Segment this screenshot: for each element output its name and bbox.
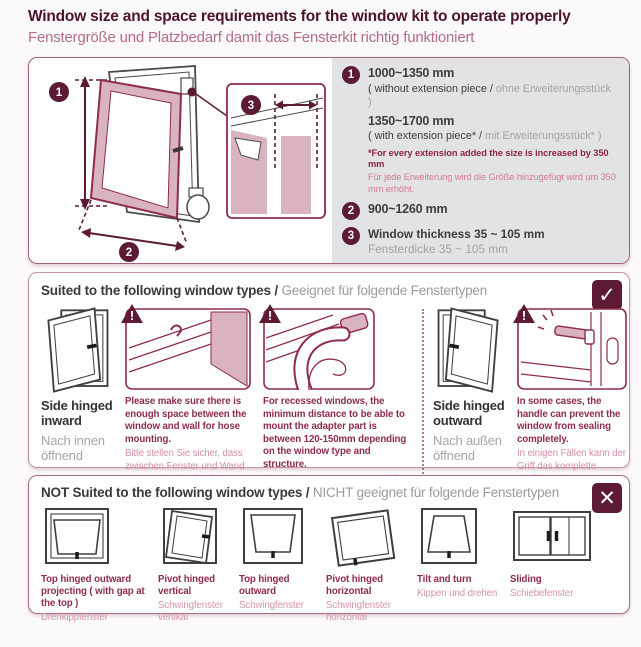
badge-1: 1 [342, 66, 360, 84]
tilt-and-turn-icon [421, 508, 477, 564]
ns-label-de: Schwingfenster [239, 600, 304, 612]
thickness-en: Window thickness 35 ~ 105 mm [368, 227, 545, 242]
not-suited-header-de: NICHT geeignet für folgende Fenstertypen [312, 485, 560, 500]
spec-item-height: 1 1000~1350 mm ( without extension piece… [342, 66, 617, 195]
note-en: ( with extension piece* / [368, 130, 486, 143]
ns-label-de: Drehkippfenster [41, 612, 108, 624]
top-hinged-projecting-icon [45, 508, 109, 564]
callout-3-badge [241, 95, 261, 115]
recessed-text-en: For recessed windows, the minimum distan… [263, 396, 407, 471]
height-range-2: 1350~1700 mm [368, 113, 455, 128]
ns-label-en: Pivot hinged vertical [158, 574, 215, 598]
svg-text:!: ! [522, 308, 526, 323]
suited-header-en: Suited to the following window types / [41, 283, 282, 298]
window-measure-diagram: 1 2 [29, 58, 332, 263]
side-hinged-outward-icon [437, 307, 499, 393]
pivot-horizontal-icon [330, 509, 396, 567]
not-suited-header-en: NOT Suited to the following window types… [41, 485, 313, 500]
ns-label-en: Sliding [510, 574, 542, 585]
note-en: ( without extension piece / [368, 82, 496, 95]
sliding-icon [513, 511, 591, 561]
window-handle [172, 146, 184, 153]
thickness-de: Fensterdicke 35 ~ 105 mm [368, 241, 508, 256]
suited-panel: Suited to the following window types / G… [28, 272, 630, 522]
suited-type-side-hinged-inward: Side hinged inward Nach innen öffnend [41, 305, 119, 524]
warning-icon: ! [121, 304, 143, 323]
handle-text-en: In some cases, the handle can prevent th… [517, 396, 621, 445]
wall-space-illustration [125, 308, 251, 390]
ns-label-de: Kippen und drehen [417, 588, 498, 600]
ns-label-en: Top hinged outward [239, 574, 290, 598]
extension-footnote-de: Für jede Erweiterung wird die Größe hinz… [368, 171, 616, 194]
not-suited-panel: NOT Suited to the following window types… [28, 475, 630, 623]
extension-footnote-en: *For every extension added the size is i… [368, 147, 609, 170]
svg-text:!: ! [130, 308, 134, 323]
height-range-1-note: ( without extension piece / ohne Erweite… [368, 83, 617, 110]
check-icon: ✓ [592, 280, 622, 310]
page-title: Window size and space requirements for t… [28, 8, 571, 25]
svg-text:1: 1 [56, 87, 63, 99]
suited-note-wall-space: ! Please make sure there is enough space… [121, 304, 257, 524]
ns-label-de: Schwingfenster horizontal [326, 600, 391, 624]
not-suited-items-row: Top hinged outward projecting ( with gap… [41, 506, 617, 625]
callout-1-badge [49, 82, 69, 102]
ns-label-en: Tilt and turn [417, 574, 472, 585]
ns-label-de: Schiebefenster [510, 588, 574, 600]
height-range-2-note: ( with extension piece* / mit Erweiterun… [368, 130, 617, 143]
type-label-en: Side hinged inward [41, 398, 113, 428]
ns-type-pivot-vertical: Pivot hinged vertical Schwingfenster ver… [158, 506, 234, 625]
ns-type-top-hinged-outward: Top hinged outward Schwingfenster [239, 506, 321, 625]
ns-label-de: Schwingfenster vertikal [158, 600, 223, 624]
height-range-1: 1000~1350 mm [368, 66, 455, 80]
ns-type-tilt-and-turn: Tilt and turn Kippen und drehen [417, 506, 505, 625]
badge-2: 2 [342, 202, 360, 221]
width-range: 900~1260 mm [368, 202, 448, 217]
measurement-panel: 1 2 [28, 57, 630, 264]
warning-icon: ! [259, 304, 281, 323]
spec-item-width: 2 900~1260 mm [342, 202, 617, 221]
pivot-vertical-icon [163, 508, 217, 565]
badge-3: 3 [342, 227, 360, 246]
recessed-window-illustration [263, 308, 375, 398]
type-label-de: Nach innen öffnend [41, 432, 105, 463]
suited-type-side-hinged-outward: Side hinged outward Nach außen öffnend [433, 305, 511, 524]
ns-label-en: Top hinged outward projecting ( with gap… [41, 574, 145, 610]
suited-header: Suited to the following window types / G… [41, 283, 617, 298]
window-diagram-illustration: 1 2 [49, 65, 326, 262]
warning-icon: ! [513, 304, 535, 323]
page-subtitle-german: Fenstergröße und Platzbedarf damit das F… [28, 29, 475, 46]
ns-type-pivot-horizontal: Pivot hinged horizontal Schwingfenster h… [326, 506, 412, 625]
side-hinged-inward-icon [47, 307, 109, 393]
type-label-de: Nach außen öffnend [433, 432, 502, 463]
suited-items-row: Side hinged inward Nach innen öffnend [41, 304, 627, 524]
type-label-en: Side hinged outward [433, 398, 505, 428]
spec-list: 1 1000~1350 mm ( without extension piece… [332, 58, 629, 263]
ns-type-sliding: Sliding Schiebefenster [510, 506, 617, 625]
note-de: ohne Erweiterungsstück ) [368, 82, 612, 109]
hose-outlet [186, 194, 210, 220]
svg-text:!: ! [268, 308, 272, 323]
callout-2-badge [119, 242, 139, 262]
handle-illustration [517, 308, 627, 390]
top-hinged-outward-icon [243, 508, 303, 564]
svg-text:2: 2 [126, 247, 132, 259]
note-de: mit Erweiterungsstück* ) [485, 130, 602, 143]
ns-type-top-hinged-projecting: Top hinged outward projecting ( with gap… [41, 506, 153, 625]
dotted-divider [422, 309, 424, 511]
not-suited-header: NOT Suited to the following window types… [41, 485, 617, 500]
wall-space-text-en: Please make sure there is enough space b… [125, 396, 247, 445]
page-header: Window size and space requirements for t… [28, 8, 628, 46]
suited-header-de: Geeignet für folgende Fenstertypen [281, 283, 488, 298]
spec-item-thickness: 3 Window thickness 35 ~ 105 mm Fensterdi… [342, 227, 617, 256]
svg-text:3: 3 [248, 100, 254, 112]
x-icon: ✕ [592, 483, 622, 513]
ns-label-en: Pivot hinged horizontal [326, 574, 383, 598]
